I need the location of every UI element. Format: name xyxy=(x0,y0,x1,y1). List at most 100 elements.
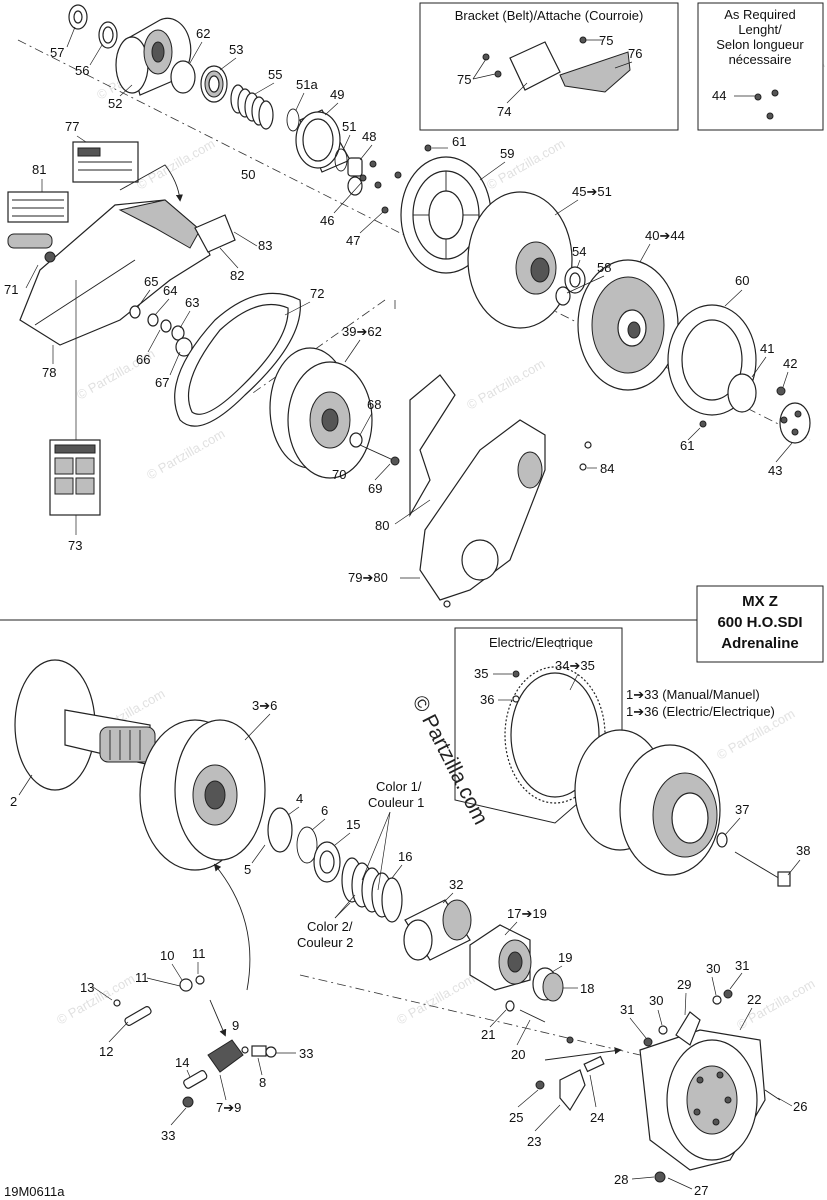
bracket-box-title: Bracket (Belt)/Attache (Courroie) xyxy=(455,8,644,23)
callout-79: 79➔80 xyxy=(348,570,388,585)
part-40-spider xyxy=(577,259,679,391)
assembly-arrow xyxy=(209,999,227,1037)
callout-color1-line1: Color 1/ xyxy=(376,779,422,794)
model-box: MX Z 600 H.O.SDI Adrenaline xyxy=(696,585,824,663)
callout-8: 8 xyxy=(259,1075,266,1090)
callout-24: 24 xyxy=(590,1110,604,1125)
electric-box: Electric/Electrique xyxy=(454,627,623,824)
part-62-oring xyxy=(170,60,196,94)
callout-44: 44 xyxy=(712,88,726,103)
callout-61: 61 xyxy=(452,134,466,149)
callout-3: 3➔6 xyxy=(252,698,277,713)
part-23-weight xyxy=(535,1036,605,1112)
watermark: © Partzilla.com xyxy=(484,136,567,193)
part-41-ring xyxy=(727,373,757,413)
callout-36: 36 xyxy=(480,692,494,707)
callout-38: 38 xyxy=(796,843,810,858)
callout-65: 65 xyxy=(144,274,158,289)
callout-76: 76 xyxy=(628,46,642,61)
as-required-line-3: Selon longueur xyxy=(716,37,804,52)
callout-74: 74 xyxy=(497,104,511,119)
callout-29: 29 xyxy=(677,977,691,992)
callout-34: 34➔35 xyxy=(555,658,595,673)
part-45-sheave xyxy=(467,191,573,329)
callout-60: 60 xyxy=(735,273,749,288)
part-78-belt-guard xyxy=(19,199,211,346)
callout-81: 81 xyxy=(32,162,46,177)
callout-7: 7➔9 xyxy=(216,1100,241,1115)
callout-12: 12 xyxy=(99,1044,113,1059)
callout-64: 64 xyxy=(163,283,177,298)
callout-13: 13 xyxy=(80,980,94,995)
callout-37: 37 xyxy=(735,802,749,817)
part-15-washer xyxy=(313,841,341,883)
callout-color2-line2: Couleur 2 xyxy=(297,935,353,950)
part-37-washer xyxy=(716,832,728,848)
callout-28: 28 xyxy=(614,1172,628,1187)
part-56-ring xyxy=(98,21,118,49)
callout-80: 80 xyxy=(375,518,389,533)
part-84-nut xyxy=(443,600,451,608)
callout-26: 26 xyxy=(793,1099,807,1114)
callout-70: 70 xyxy=(332,467,346,482)
part-49-cup xyxy=(295,109,351,173)
callout-45: 45➔51 xyxy=(572,184,612,199)
as-required-line-2: Lenght/ xyxy=(738,22,782,37)
callout-4: 4 xyxy=(296,791,303,806)
callout-47: 47 xyxy=(346,233,360,248)
part-6-clip xyxy=(296,826,318,864)
callout-23: 23 xyxy=(527,1134,541,1149)
watermark: © Partzilla.com xyxy=(464,356,547,413)
callout-50: 50 xyxy=(241,167,255,182)
callout-59: 59 xyxy=(500,146,514,161)
callout-30b: 30 xyxy=(706,961,720,976)
callout-manual-range: 1➔33 (Manual/Manuel) xyxy=(626,687,760,702)
callout-16: 16 xyxy=(398,849,412,864)
callout-66: 66 xyxy=(136,352,150,367)
callout-48: 48 xyxy=(362,129,376,144)
callout-18: 18 xyxy=(580,981,594,996)
callout-77: 77 xyxy=(65,119,79,134)
part-61-screw xyxy=(424,144,432,152)
part-52-cover xyxy=(115,17,192,96)
part-82-bracket xyxy=(194,214,236,253)
callout-21: 21 xyxy=(481,1027,495,1042)
callout-62: 62 xyxy=(196,26,210,41)
callout-56: 56 xyxy=(75,63,89,78)
callout-57: 57 xyxy=(50,45,64,60)
part-76-bracket xyxy=(559,51,631,93)
part-59-plate xyxy=(400,156,492,274)
callout-color1-line2: Couleur 1 xyxy=(368,795,424,810)
callout-31b: 31 xyxy=(735,958,749,973)
diagram-code: 19M0611a xyxy=(4,1184,65,1199)
electric-box-title: Electric/Electrique xyxy=(489,635,593,650)
callout-20: 20 xyxy=(511,1047,525,1062)
callout-10: 10 xyxy=(160,948,174,963)
callout-71: 71 xyxy=(4,282,18,297)
callout-46: 46 xyxy=(320,213,334,228)
callout-33b: 33 xyxy=(161,1128,175,1143)
part-84-nut xyxy=(579,463,587,471)
part-73-label xyxy=(49,439,101,516)
callout-11b: 11 xyxy=(135,970,149,985)
assembly-arrow xyxy=(119,164,183,202)
bracket-belt-box: Bracket (Belt)/Attache (Courroie) xyxy=(419,2,679,131)
callout-84: 84 xyxy=(600,461,614,476)
callout-25: 25 xyxy=(509,1110,523,1125)
callout-75b: 75 xyxy=(457,72,471,87)
part-32-sleeve xyxy=(403,899,472,961)
part-57-washer xyxy=(68,4,88,30)
callout-68: 68 xyxy=(367,397,381,412)
callout-33: 33 xyxy=(299,1046,313,1061)
part-63-67-washers xyxy=(129,305,193,357)
callout-5: 5 xyxy=(244,862,251,877)
model-line-1: MX Z xyxy=(742,593,778,610)
callout-53: 53 xyxy=(229,42,243,57)
as-required-line-4: nécessaire xyxy=(729,52,792,67)
part-81-label xyxy=(7,191,69,223)
model-line-2: 600 H.O.SDI xyxy=(717,614,802,631)
part-20-bolt xyxy=(505,1000,546,1023)
callout-51a: 51a xyxy=(296,77,318,92)
part-80-guard xyxy=(409,374,546,601)
